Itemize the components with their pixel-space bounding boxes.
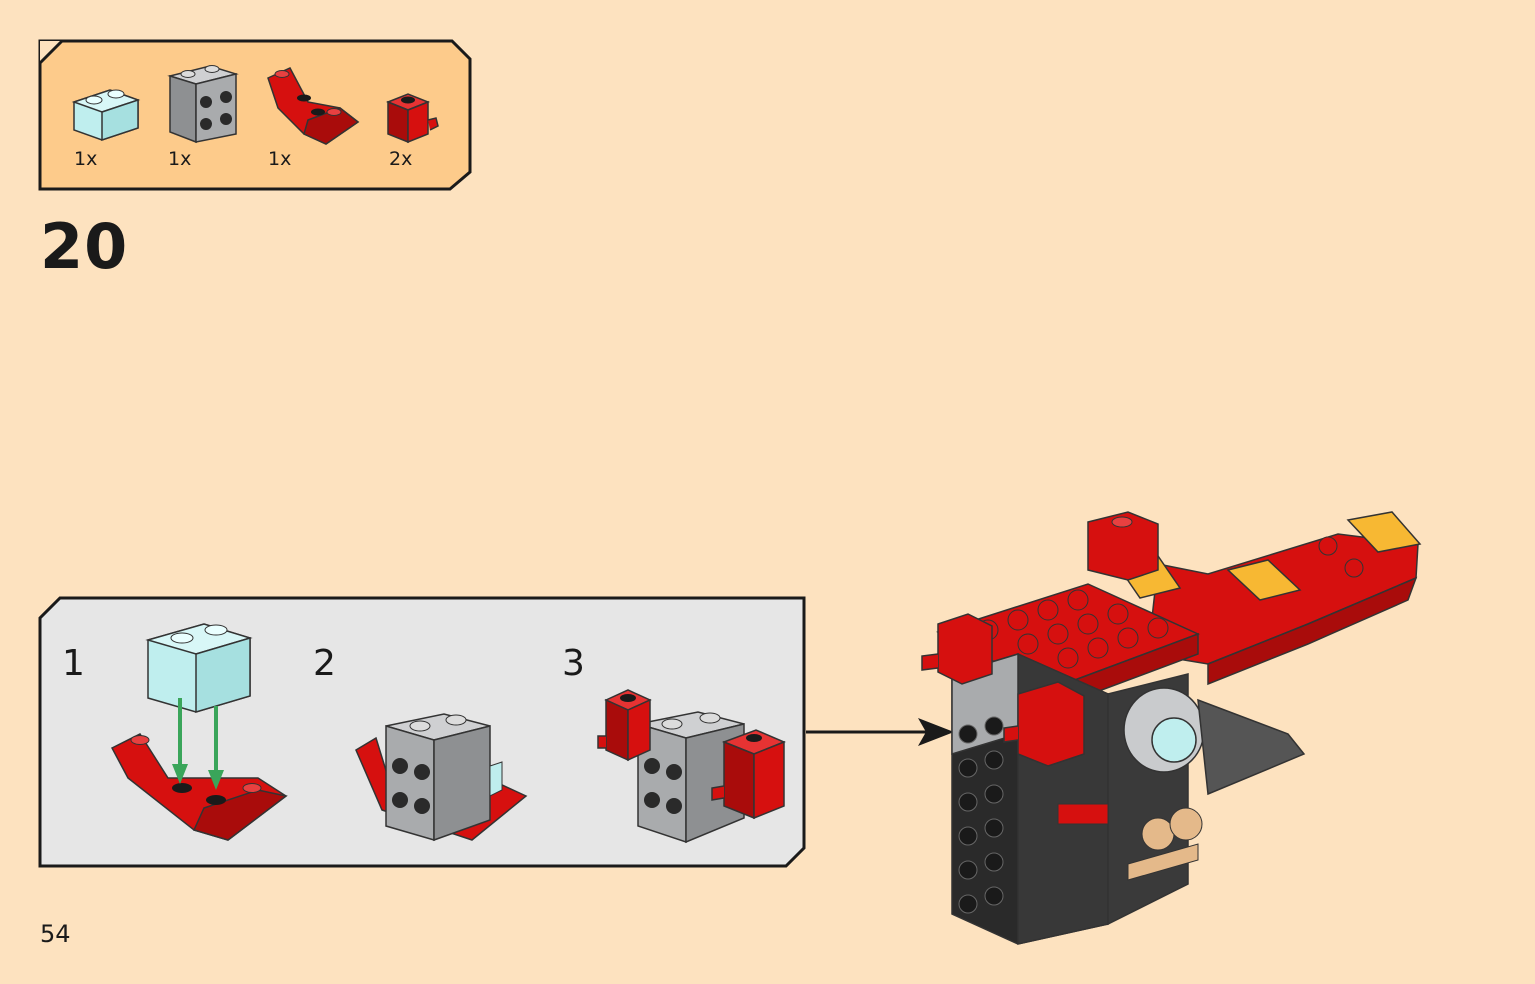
substep-2-illustration xyxy=(355,713,528,842)
parts-list-panel xyxy=(38,39,472,191)
part-qty-label: 1x xyxy=(268,148,292,170)
part-transparent-brick-icon xyxy=(71,89,141,142)
substep-label: 3 xyxy=(562,643,585,684)
part-red-clip-brick-icon xyxy=(385,93,439,144)
page-number: 54 xyxy=(40,920,71,948)
main-model-illustration xyxy=(921,511,1422,945)
callout-arrow-icon xyxy=(806,718,954,746)
part-gray-bracket-icon xyxy=(167,65,239,144)
part-qty-label: 1x xyxy=(74,148,98,170)
substep-3-illustration xyxy=(597,689,786,844)
part-red-slope-icon xyxy=(267,67,360,145)
part-qty-label: 2x xyxy=(389,148,413,170)
substep-label: 2 xyxy=(313,643,336,684)
part-qty-label: 1x xyxy=(168,148,192,170)
substep-1-illustration xyxy=(110,623,288,841)
substep-label: 1 xyxy=(62,643,85,684)
step-number: 20 xyxy=(40,210,129,283)
